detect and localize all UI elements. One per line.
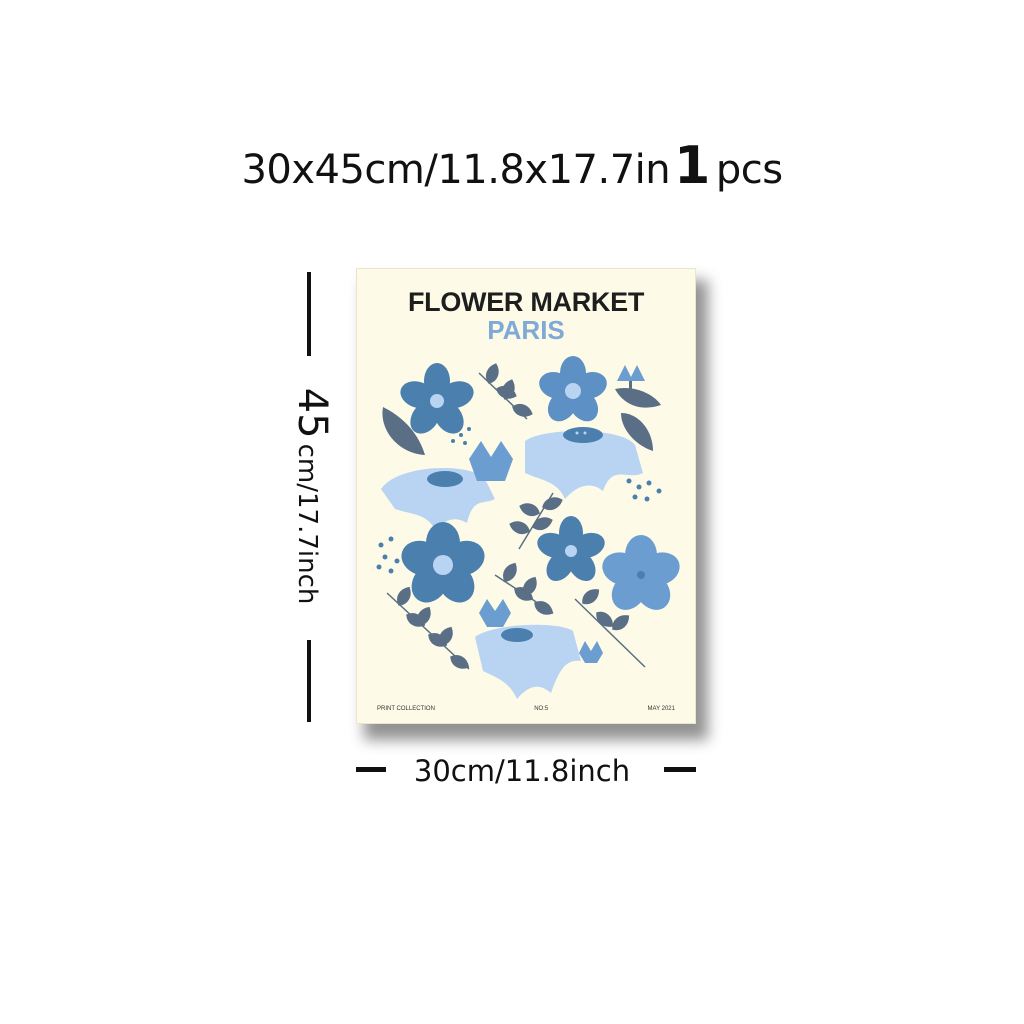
width-bar-left	[356, 767, 386, 772]
height-bar-top	[307, 272, 311, 356]
height-label: 45 cm/17.7inch	[289, 346, 335, 646]
small-bell	[479, 599, 511, 627]
height-value: 45	[289, 387, 335, 439]
quantity-unit: pcs	[715, 147, 783, 193]
poster-subtitle: PARIS	[487, 315, 565, 345]
floral-artwork	[376, 356, 680, 699]
footer-number: NO:5	[534, 706, 549, 712]
footer-date: MAY 2021	[647, 706, 675, 712]
fern-sprig	[478, 361, 535, 420]
width-label: 30cm/11.8inch	[413, 754, 631, 788]
poster: FLOWER MARKET PARIS	[356, 268, 696, 724]
width-bar-right	[664, 767, 696, 772]
light-daisy	[525, 427, 643, 499]
hibiscus	[602, 535, 680, 610]
branch-right	[574, 585, 646, 668]
poster-footer: PRINT COLLECTION NO:5 MAY 2021	[377, 706, 675, 712]
large-blossom	[401, 522, 485, 603]
blue-blossom	[539, 356, 607, 422]
size-text: 30x45cm/11.8x17.7in	[241, 147, 671, 193]
footer-collection: PRINT COLLECTION	[377, 706, 435, 712]
dot-cluster	[376, 427, 662, 574]
quantity-value: 1	[674, 136, 710, 196]
height-rest: cm/17.7inch	[292, 443, 322, 605]
poster-title: FLOWER MARKET	[407, 287, 645, 317]
fern-sprig-lower	[494, 560, 556, 619]
small-bell-right	[579, 641, 603, 663]
bellflower	[469, 441, 513, 481]
light-daisy-left	[381, 468, 495, 529]
small-bellflower	[617, 365, 645, 393]
bottom-daisy	[475, 624, 581, 699]
dark-leaf	[382, 407, 425, 455]
fern-sprig-bottom-left	[386, 584, 472, 673]
fern-sprig-center	[507, 492, 565, 550]
star-flower	[400, 363, 474, 434]
height-bar-bottom	[307, 640, 311, 722]
dark-leaf-right	[615, 387, 661, 408]
star-flower-center	[537, 516, 605, 582]
